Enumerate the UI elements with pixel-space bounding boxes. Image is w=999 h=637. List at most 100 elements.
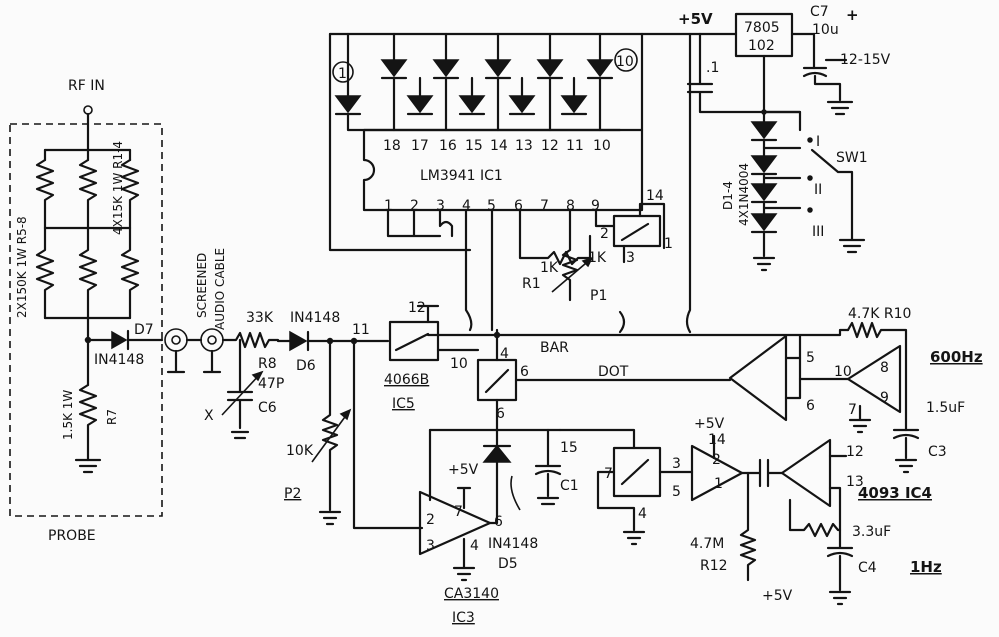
sw-pin6b-label: 6 xyxy=(496,406,505,422)
p1-arrow-head xyxy=(581,256,594,268)
ground-symbol xyxy=(828,590,852,606)
ground-symbol xyxy=(166,349,186,374)
d5-label: D5 xyxy=(498,556,518,572)
potentiometer-p2 xyxy=(321,339,339,512)
ground-symbol xyxy=(848,404,872,434)
sw1-taps xyxy=(762,110,802,210)
wire xyxy=(464,208,473,332)
rf-in-terminal xyxy=(83,105,93,115)
sw-pin6a-label: 6 xyxy=(520,364,529,380)
lm3914-section: 1 10 LM3941 IC1 18 17 16 xyxy=(328,32,702,334)
lm-pin-13: 13 xyxy=(515,138,533,154)
lm-pin-3: 3 xyxy=(436,198,445,214)
diode-d4 xyxy=(750,213,778,232)
lm3914-top-pins: 18 17 16 15 14 13 12 11 10 xyxy=(383,138,611,154)
g3-pin10-label: 10 xyxy=(834,364,852,380)
coupling-capacitor xyxy=(740,458,784,488)
led-4 xyxy=(432,59,460,78)
ic5-part-label: 4066B xyxy=(384,372,429,388)
c3-value-label: 1.5uF xyxy=(926,400,965,416)
v5-bottom-label: +5V xyxy=(762,588,793,604)
sw1-pos1-label: I xyxy=(816,134,820,150)
cable-connector-2-core xyxy=(207,335,217,345)
r8-label: R8 xyxy=(258,356,277,372)
led-first-label: 1 xyxy=(338,66,347,82)
sw1-pole xyxy=(810,148,866,254)
c7-plus-label: + xyxy=(846,6,859,24)
wire xyxy=(352,339,424,530)
sw1-pos2-label: II xyxy=(814,182,822,198)
diode-d2 xyxy=(750,155,778,174)
input-section: SCREENED AUDIO CABLE 33K R8 47P C6 X IN4… xyxy=(164,248,424,530)
d1-4-part-label: 4X1N4004 xyxy=(737,163,751,226)
mode-gate-box xyxy=(612,214,662,248)
x-label: X xyxy=(204,408,214,424)
v5-top-label: +5V xyxy=(678,10,713,28)
r1-label: R1 xyxy=(522,276,541,292)
ic3-pin6-label: 6 xyxy=(494,514,503,530)
ic3-pin7-label: 7 xyxy=(454,504,463,520)
capacitor-01 xyxy=(686,32,802,114)
p1-value-label: 1K xyxy=(588,250,607,266)
lm-pin-4: 4 xyxy=(462,198,471,214)
oscillator-600hz: 5 6 10 8 9 7 4.7K R10 600Hz 1.5uF C3 xyxy=(728,306,983,474)
led-2 xyxy=(380,59,408,78)
diode-d3 xyxy=(750,183,778,202)
d6-part-label: IN4148 xyxy=(290,310,340,326)
wire xyxy=(43,148,132,162)
lm-pin-2: 2 xyxy=(410,198,419,214)
v5-gate-label: +5V xyxy=(694,416,725,432)
opamp-ic3 xyxy=(418,490,492,556)
ground-symbol xyxy=(318,510,342,526)
c3-label: C3 xyxy=(928,444,947,460)
led-10 xyxy=(586,59,614,78)
d7-label: D7 xyxy=(134,322,154,338)
lm-pin-8: 8 xyxy=(566,198,575,214)
diode-d6 xyxy=(289,330,308,352)
ic5-pin12-label: 12 xyxy=(408,300,426,316)
junction-dot xyxy=(761,109,767,115)
ic5-switch-box xyxy=(388,320,440,362)
probe-outline xyxy=(9,123,163,517)
led-8 xyxy=(536,59,564,78)
lm-pin-11: 11 xyxy=(566,138,584,154)
r1-4-label: 4X15K 1W R1-4 xyxy=(111,141,125,235)
gate-ic4c xyxy=(728,334,788,422)
d5-part-label: IN4148 xyxy=(488,536,538,552)
g-pin2-label: 2 xyxy=(712,452,721,468)
reg-code-label: 102 xyxy=(748,38,775,54)
c7-label: C7 xyxy=(810,4,829,20)
wire xyxy=(386,208,454,238)
ic3-pin2-label: 2 xyxy=(426,512,435,528)
oscillator-1hz: +5V 14 2 1 4.7M R12 +5V 12 13 4093 IC4 3… xyxy=(690,416,942,606)
led-5 xyxy=(458,95,486,114)
wire xyxy=(392,32,602,62)
sw1-pos3-label: III xyxy=(812,224,824,240)
trimmer-arrow-head xyxy=(251,370,264,382)
sw2-pin3-label: 3 xyxy=(672,456,681,472)
led-6 xyxy=(484,59,512,78)
sw3-pin3-label: 3 xyxy=(626,250,635,266)
resistor-r1-wiring xyxy=(518,208,592,266)
p2-value-label: 10K xyxy=(286,443,314,459)
wire xyxy=(558,428,636,450)
cable-connector-1-core xyxy=(171,335,181,345)
sw1-contact-2 xyxy=(807,175,813,181)
ic3-section: +5V 7 2 3 6 4 IN4148 D5 CA3140 IC3 15 C1… xyxy=(418,428,694,626)
capacitor-c3 xyxy=(892,428,920,460)
lm3914-chip xyxy=(362,128,644,212)
lm-pin-7: 7 xyxy=(540,198,549,214)
resistor-r12 xyxy=(739,471,757,582)
ic3-label: IC3 xyxy=(452,610,475,626)
cable-connector-1 xyxy=(164,328,188,352)
ground-symbol xyxy=(752,256,776,272)
d1-4-label: D1-4 xyxy=(721,181,735,210)
p2-label: P2 xyxy=(284,486,301,502)
sw3-pin2-label: 2 xyxy=(600,226,609,242)
ic3-pin3-label: 3 xyxy=(426,538,435,554)
g3-pin7-label: 7 xyxy=(848,402,857,418)
diode-d1 xyxy=(750,121,778,140)
supply-label: 12-15V xyxy=(840,52,891,68)
wire xyxy=(346,112,622,132)
